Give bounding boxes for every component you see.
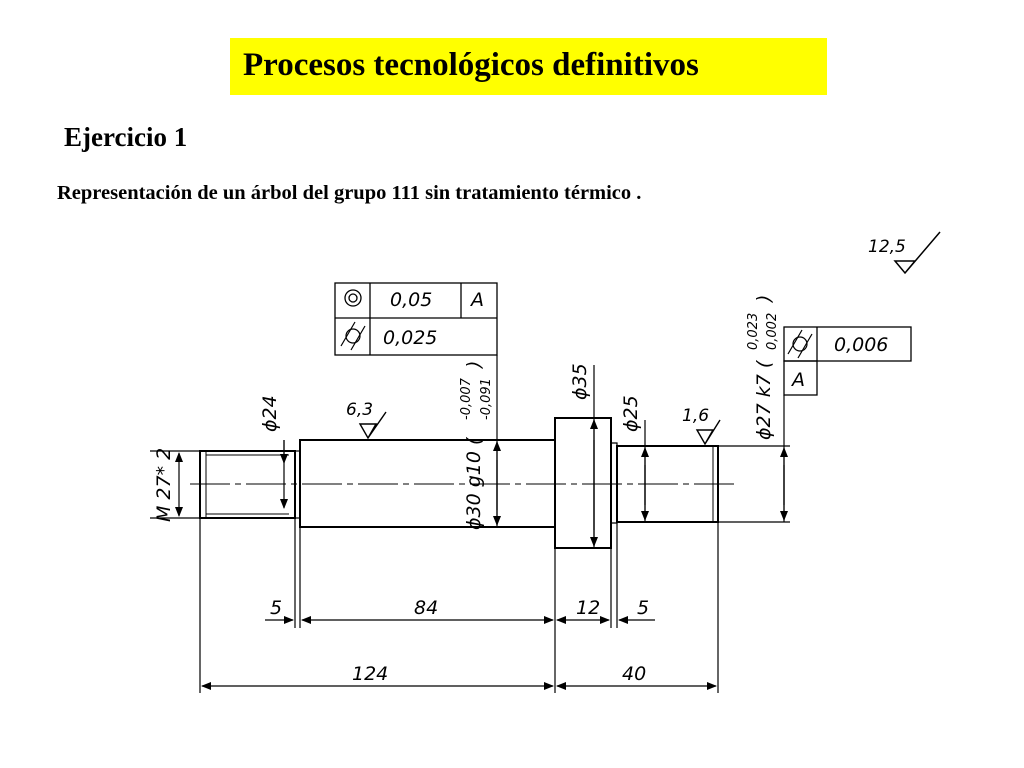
shaft-outline — [199, 417, 719, 549]
tolerance-value-cylindricity: 0,025 — [383, 327, 437, 349]
page-title: Procesos tecnológicos definitivos — [243, 47, 699, 83]
tolerance-value-concentricity: 0,05 — [390, 289, 432, 311]
geometric-tolerance-frame-right: 0,006 A — [783, 326, 912, 396]
exercise-heading: Ejercicio 1 — [64, 122, 188, 152]
d30-label: ϕ30 g10 ( — [463, 436, 485, 530]
cylindricity-icon — [787, 329, 813, 359]
roughness-value-journal: 1,6 — [682, 406, 709, 426]
length-collar-label: 12 — [576, 597, 600, 619]
roughness-icon — [695, 419, 721, 446]
roughness-value-main: 6,3 — [346, 400, 373, 420]
d35-label: ϕ35 — [569, 363, 591, 400]
length-body-label: 84 — [414, 597, 438, 619]
geometric-tolerance-frame-left: 0,05 A 0,025 — [334, 282, 498, 356]
general-roughness-mark: 12,5 — [868, 231, 941, 275]
d30-upper-deviation: -0,007 — [459, 377, 474, 420]
cylindricity-icon — [340, 321, 366, 351]
thread-diameter-label: M 27* 2 — [153, 448, 175, 522]
title-banner: Procesos tecnológicos definitivos — [230, 38, 827, 95]
d27-label: ϕ27 k7 ( — [753, 359, 775, 440]
d30-close-paren: ) — [463, 361, 485, 370]
d25-label: ϕ25 — [620, 395, 642, 432]
d27-upper-deviation: 0,023 — [746, 313, 761, 350]
roughness-icon — [893, 231, 941, 275]
concentricity-icon — [344, 289, 362, 307]
roughness-mark-journal: 1,6 — [682, 406, 721, 446]
length-groove-right-label: 5 — [637, 597, 649, 619]
d27-lower-deviation: 0,002 — [765, 313, 780, 350]
roughness-mark-main-body: 6,3 — [346, 400, 387, 440]
length-total-left-label: 124 — [352, 663, 388, 685]
length-total-right-label: 40 — [622, 663, 646, 685]
exercise-description: Representación de un árbol del grupo 111… — [57, 182, 642, 204]
collar-section — [554, 417, 612, 549]
roughness-icon — [358, 411, 387, 440]
length-dimensions — [199, 518, 719, 693]
tolerance-value-right: 0,006 — [834, 334, 888, 356]
datum-reference-a-right: A — [790, 369, 805, 391]
datum-reference-a: A — [469, 289, 484, 311]
d30-lower-deviation: -0,091 — [479, 378, 494, 420]
length-groove-left-label: 5 — [270, 597, 282, 619]
general-roughness-value: 12,5 — [868, 237, 906, 257]
d27-close-paren: ) — [753, 295, 775, 304]
diameter-dimensions — [150, 355, 790, 548]
d24-label: ϕ24 — [259, 395, 281, 432]
